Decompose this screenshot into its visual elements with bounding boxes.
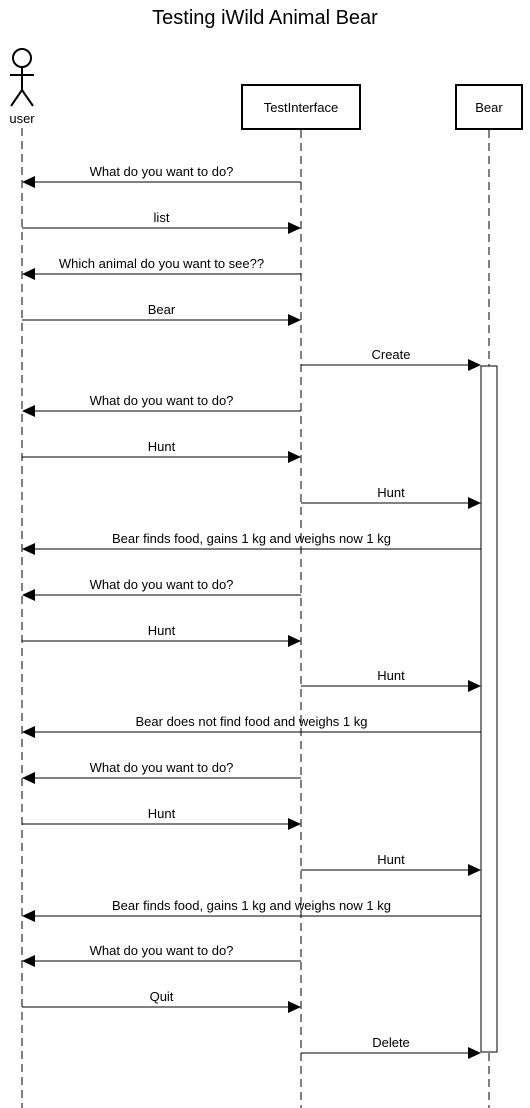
message-label: Which animal do you want to see?? [59, 256, 264, 271]
message-15: Hunt [22, 806, 301, 830]
message-14: What do you want to do? [22, 760, 301, 784]
arrowhead-icon [22, 268, 35, 280]
message-4: Bear [22, 302, 301, 326]
arrowhead-icon [468, 680, 481, 692]
diagram-title: Testing iWild Animal Bear [152, 7, 378, 29]
message-label: Hunt [377, 668, 405, 683]
message-label: What do you want to do? [90, 577, 234, 592]
message-label: Bear does not find food and weighs 1 kg [136, 714, 368, 729]
message-19: Quit [22, 989, 301, 1013]
message-label: Hunt [148, 439, 176, 454]
arrowhead-icon [468, 497, 481, 509]
message-2: list [22, 210, 301, 234]
arrowhead-icon [22, 405, 35, 417]
message-12: Hunt [301, 668, 481, 692]
arrowhead-icon [288, 222, 301, 234]
message-3: Which animal do you want to see?? [22, 256, 301, 280]
participant-testinterface: TestInterface [241, 84, 361, 130]
message-label: Bear finds food, gains 1 kg and weighs n… [112, 531, 391, 546]
participant-bear: Bear [455, 84, 523, 130]
arrowhead-icon [22, 910, 35, 922]
arrowhead-icon [22, 589, 35, 601]
participant-bear-label: Bear [475, 100, 503, 115]
message-9: Bear finds food, gains 1 kg and weighs n… [22, 531, 481, 555]
message-label: Bear finds food, gains 1 kg and weighs n… [112, 898, 391, 913]
message-label: Bear [148, 302, 176, 317]
stick-figure-icon [10, 48, 34, 107]
arrowhead-icon [288, 1001, 301, 1013]
message-20: Delete [301, 1035, 481, 1059]
bear-activation-bar [480, 365, 498, 1053]
message-label: Hunt [377, 485, 405, 500]
arrowhead-icon [288, 635, 301, 647]
message-label: Hunt [148, 623, 176, 638]
message-5: Create [301, 347, 481, 371]
message-11: Hunt [22, 623, 301, 647]
arrowhead-icon [22, 176, 35, 188]
message-17: Bear finds food, gains 1 kg and weighs n… [22, 898, 481, 922]
message-13: Bear does not find food and weighs 1 kg [22, 714, 481, 738]
arrowhead-icon [288, 818, 301, 830]
arrowhead-icon [468, 359, 481, 371]
message-16: Hunt [301, 852, 481, 876]
message-18: What do you want to do? [22, 943, 301, 967]
participant-testinterface-label: TestInterface [264, 100, 338, 115]
arrowhead-icon [288, 451, 301, 463]
arrowhead-icon [468, 864, 481, 876]
message-6: What do you want to do? [22, 393, 301, 417]
message-label: What do you want to do? [90, 760, 234, 775]
arrowhead-icon [288, 314, 301, 326]
message-label: Hunt [377, 852, 405, 867]
message-label: list [154, 210, 170, 225]
message-label: Delete [372, 1035, 410, 1050]
arrowhead-icon [22, 772, 35, 784]
message-label: Hunt [148, 806, 176, 821]
message-label: What do you want to do? [90, 943, 234, 958]
message-label: Quit [150, 989, 174, 1004]
arrowhead-icon [22, 955, 35, 967]
message-label: What do you want to do? [90, 164, 234, 179]
message-8: Hunt [301, 485, 481, 509]
message-1: What do you want to do? [22, 164, 301, 188]
message-10: What do you want to do? [22, 577, 301, 601]
message-7: Hunt [22, 439, 301, 463]
message-label: Create [371, 347, 410, 362]
actor-user: user [9, 48, 35, 126]
arrowhead-icon [22, 726, 35, 738]
arrowhead-icon [22, 543, 35, 555]
message-label: What do you want to do? [90, 393, 234, 408]
actor-user-label: user [9, 111, 35, 126]
arrowhead-icon [468, 1047, 481, 1059]
